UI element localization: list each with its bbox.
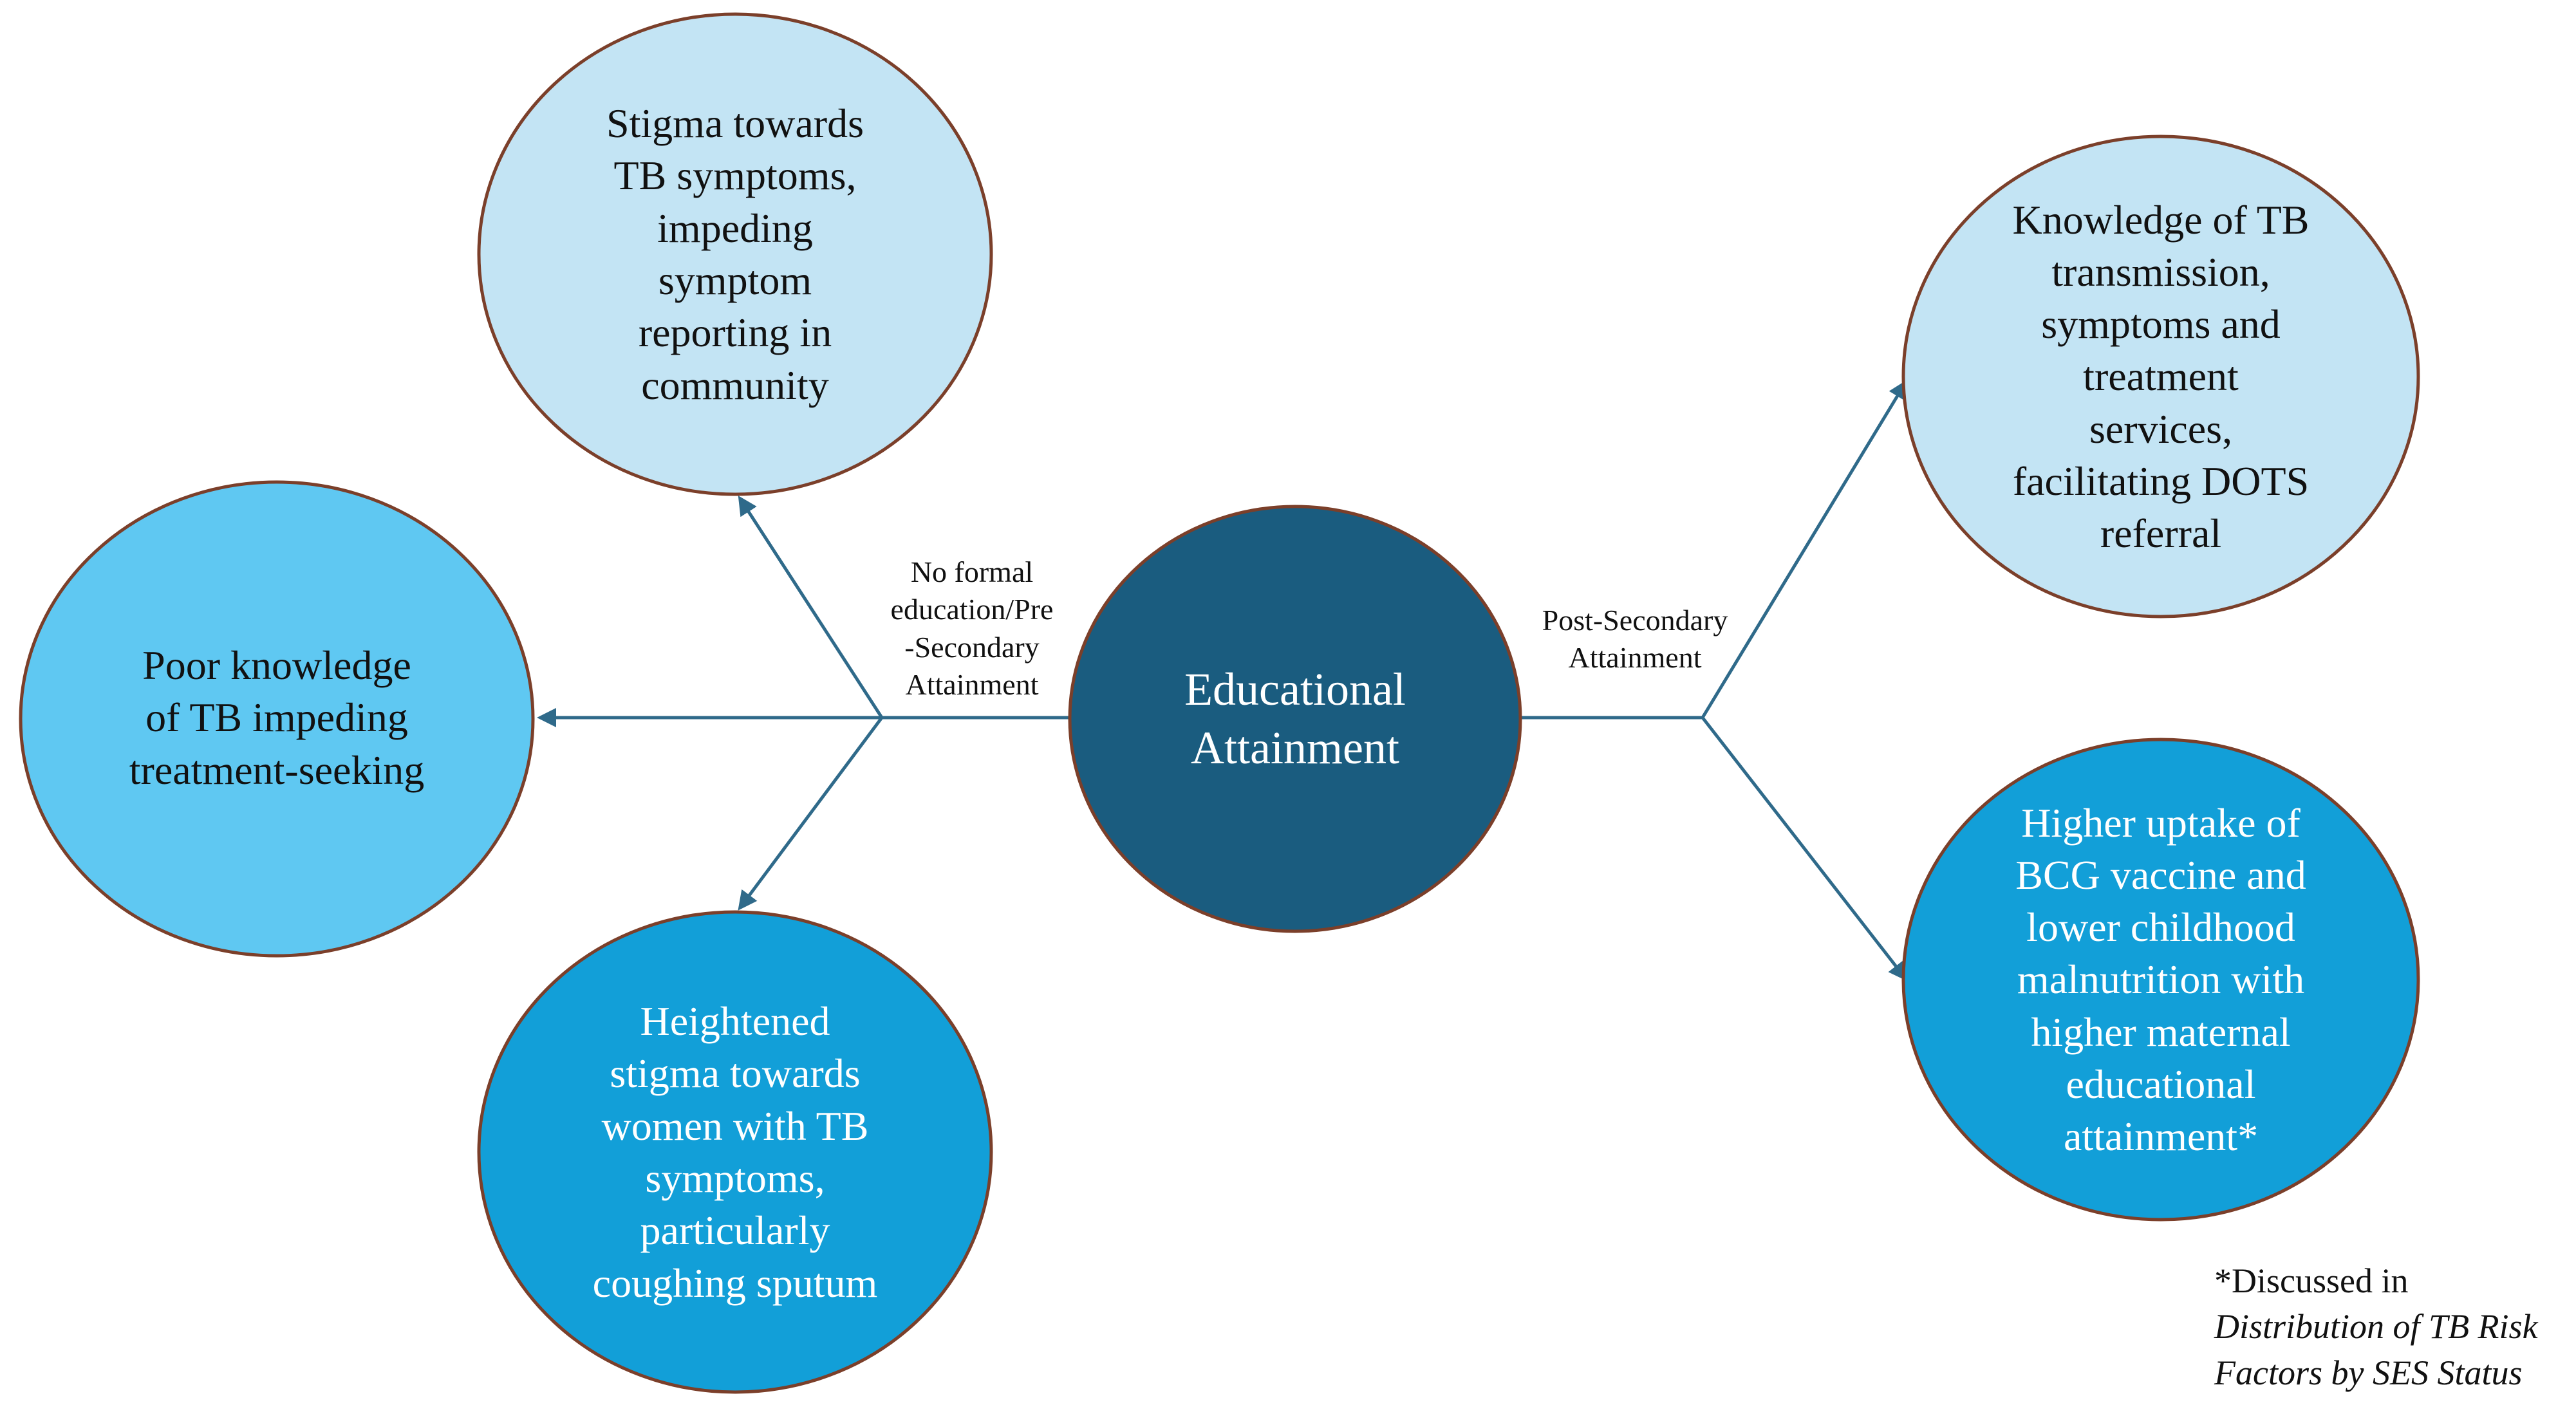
arrow-to-higher-uptake [1701, 716, 1908, 981]
node-higher-uptake-text: Higher uptake of BCG vaccine and lower c… [2015, 799, 2306, 1160]
branch-label-right: Post-Secondary Attainment [1542, 604, 1728, 674]
node-knowledge-tb-circle [1901, 135, 2420, 618]
node-knowledge-tb-text: Knowledge of TB transmission, symptoms a… [2012, 196, 2310, 557]
footnote-reference: Distribution of TB Risk Factors by SES S… [2214, 1307, 2538, 1392]
arrow-to-stigma-symptoms [738, 495, 884, 719]
node-heightened-stigma-text: Heightened stigma towards women with TB … [592, 998, 878, 1306]
center-label: Educational Attainment [1184, 663, 1406, 774]
node-stigma-symptoms-circle [477, 12, 993, 496]
node-poor-knowledge-circle [19, 480, 535, 958]
node-poor-knowledge-text: Poor knowledge of TB impeding treatment-… [129, 642, 425, 793]
arrow-to-knowledge-tb [1701, 379, 1908, 719]
footnote-prefix: *Discussed in [2214, 1261, 2409, 1300]
arrow-to-heightened-stigma [738, 716, 884, 911]
node-heightened-stigma-circle [477, 910, 993, 1394]
branch-label-left: No formal education/Pre -Secondary Attai… [890, 555, 1054, 702]
node-higher-uptake-circle [1901, 738, 2420, 1222]
footnote: *Discussed in Distribution of TB Risk Fa… [2214, 1258, 2575, 1396]
center-circle [1068, 505, 1522, 933]
connectors [537, 379, 1908, 981]
node-stigma-symptoms-text: Stigma towards TB symptoms, impeding sym… [606, 100, 864, 408]
